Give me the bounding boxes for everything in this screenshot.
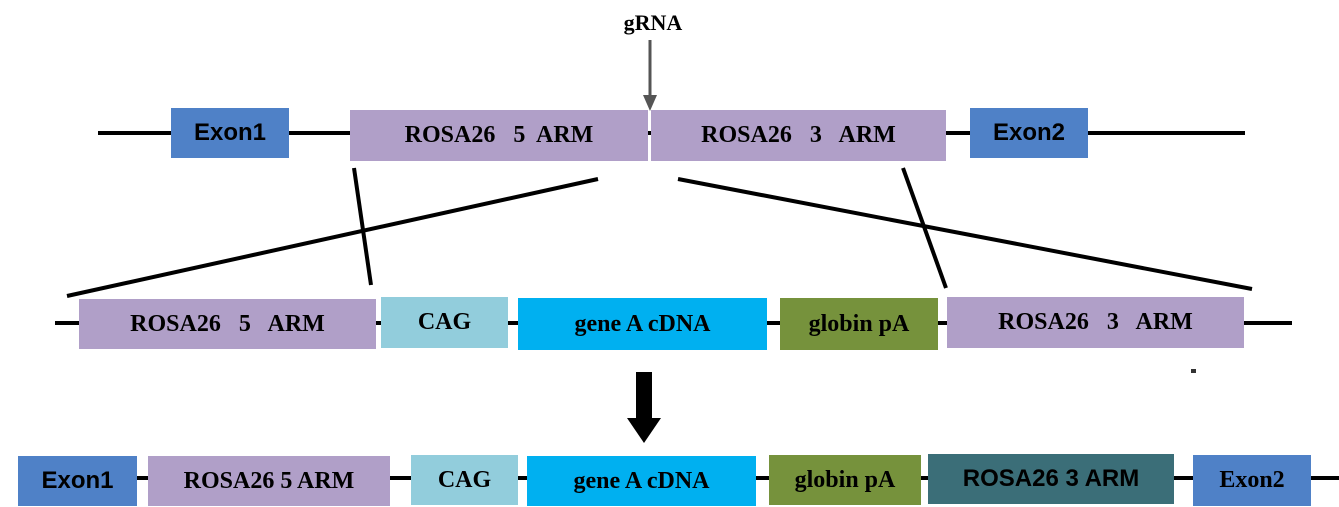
targeted-exon1: Exon1 (18, 456, 137, 506)
targeted-cag-promoter: CAG (411, 455, 518, 505)
donor-arm5: ROSA26 5 ARM (79, 299, 376, 349)
donor-gene-a-cdna: gene A cDNA (518, 298, 767, 350)
homology-line-arm3-left (677, 177, 1253, 291)
wildtype-exon1: Exon1 (171, 108, 289, 158)
targeted-gene-a-cdna: gene A cDNA (527, 456, 756, 506)
targeted-globin-pa: globin pA (769, 455, 921, 505)
homology-line-arm5-left (66, 177, 599, 298)
donor-globin-pa: globin pA (780, 298, 938, 350)
homology-line-arm3-right (901, 167, 948, 289)
donor-cag-promoter: CAG (381, 297, 508, 348)
wildtype-arm5: ROSA26 5 ARM (350, 110, 648, 161)
stray-mark (1191, 369, 1196, 373)
targeted-arm5: ROSA26 5 ARM (148, 456, 390, 506)
wildtype-arm3: ROSA26 3 ARM (651, 110, 946, 161)
targeted-exon2: Exon2 (1193, 455, 1311, 506)
donor-arm3: ROSA26 3 ARM (947, 297, 1244, 348)
targeted-arm3: ROSA26 3 ARM (928, 454, 1174, 504)
grna-label: gRNA (623, 10, 683, 35)
wildtype-exon2: Exon2 (970, 108, 1088, 158)
integration-arrow-head (627, 418, 661, 443)
homology-line-arm5-right (352, 167, 373, 286)
integration-arrow-shaft (636, 372, 652, 420)
grna-arrow-head (643, 95, 657, 111)
